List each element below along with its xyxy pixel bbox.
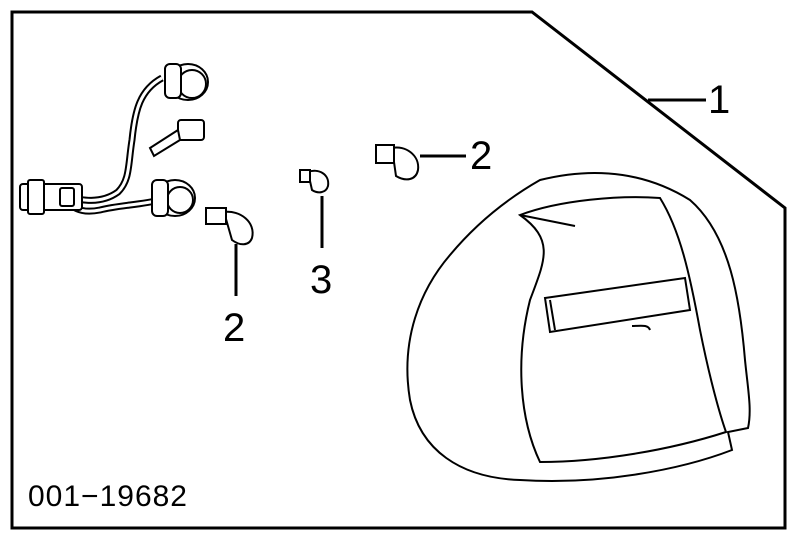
callout-2-left: 2	[223, 306, 246, 350]
bulb-3	[299, 169, 330, 194]
callout-2-right: 2	[470, 134, 493, 178]
callout-1: 1	[708, 78, 731, 122]
diagram-frame	[10, 10, 787, 530]
wiring-harness	[19, 63, 209, 217]
tail-lamp-assembly	[406, 171, 751, 482]
reference-number: 001−19682	[28, 480, 188, 513]
callout-3: 3	[310, 258, 333, 302]
bulb-2-right	[375, 144, 420, 181]
bulb-2-left	[205, 207, 254, 246]
